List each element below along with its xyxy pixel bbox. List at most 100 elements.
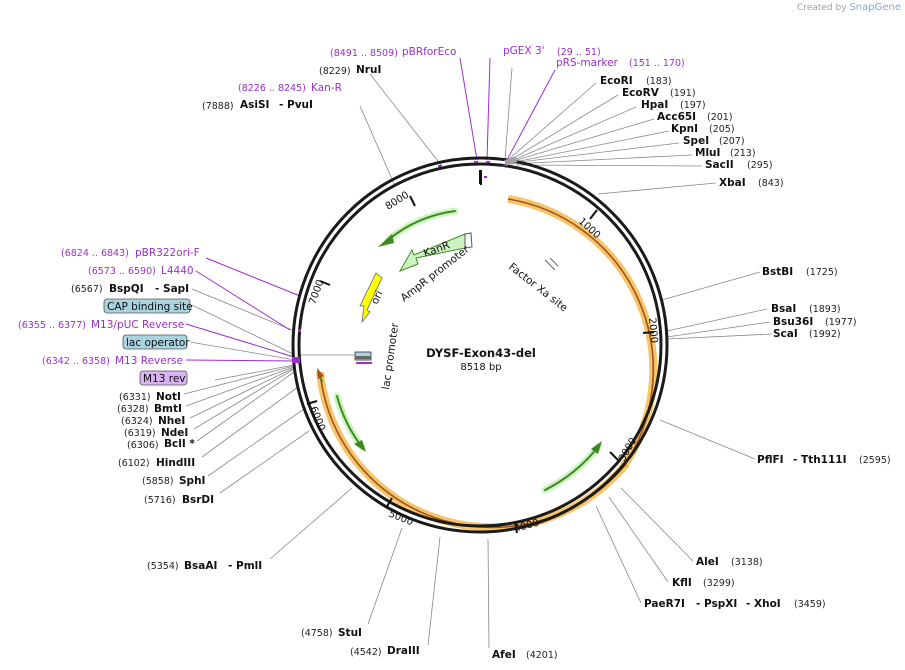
- bsu36i-label: Bsu36I: [773, 316, 813, 328]
- kanr-range: (8226 .. 8245): [238, 83, 306, 94]
- bsai-label: BsaI: [771, 303, 796, 315]
- prs-label: pRS-marker: [556, 57, 619, 69]
- pgex-label: pGEX 3': [503, 45, 545, 57]
- ecori-label: EcoRI: [600, 75, 633, 87]
- l4440-label: L4440: [161, 265, 194, 277]
- orange-feature-1-line: [507, 198, 654, 467]
- tick-8000: 8000: [384, 190, 411, 213]
- top-markers: [438, 156, 518, 184]
- bsrdi-label: BsrDI: [182, 494, 214, 506]
- pbr322-label: pBR322ori-F: [135, 247, 200, 259]
- m13rev-box: [139, 370, 188, 386]
- draiii-label: DraIII: [387, 645, 420, 657]
- bspqi-pos: (6567): [71, 284, 103, 295]
- pbr322-range: (6824 .. 6843): [61, 248, 129, 259]
- sphi-pos: (5858): [142, 476, 174, 487]
- pbrforeco-label: pBRforEco: [402, 46, 456, 58]
- top-labels: (8491 .. 8509) pBRforEco pGEX 3' (29 .. …: [202, 45, 685, 112]
- prs-range: (29 .. 51): [557, 47, 601, 58]
- bsaai-label: BsaAI: [184, 560, 217, 572]
- nhei-label: NheI: [158, 415, 185, 427]
- xbai-label: XbaI: [719, 177, 746, 189]
- paer7i-pos: (3459): [794, 599, 826, 610]
- backbone: [291, 156, 669, 534]
- prs-range2: (151 .. 170): [629, 58, 685, 69]
- bcli-pos: (6306): [127, 440, 159, 451]
- noti-label: NotI: [156, 391, 181, 403]
- plasmid-size: 8518 bp: [460, 362, 501, 373]
- credit-text: Created by: [797, 3, 847, 13]
- kanr-primer-label: Kan-R: [311, 82, 342, 94]
- pmli-label: - PmlI: [228, 560, 262, 572]
- hpai-label: HpaI: [641, 99, 668, 111]
- bstbi-label: BstBI: [762, 266, 793, 278]
- mlui-label: MluI: [695, 147, 720, 159]
- ori-label: ori: [369, 289, 386, 306]
- scai-label: ScaI: [773, 328, 798, 340]
- leader-lines: [183, 67, 773, 649]
- tth111i-label: - Tth111I: [793, 454, 847, 466]
- bottom-labels: AfeI (4201) (4542) DraIII (4758) StuI (5…: [147, 560, 558, 661]
- lacop-label: lac operator: [126, 337, 190, 349]
- sphi-label: SphI: [179, 475, 205, 487]
- alei-pos: (3138): [731, 557, 763, 568]
- stui-label: StuI: [338, 627, 362, 639]
- ecorv-pos: (191): [670, 88, 696, 99]
- bmti-pos: (6328): [117, 404, 149, 415]
- cap-box: [103, 298, 191, 314]
- bcli-label: BclI *: [164, 438, 195, 450]
- pvui-label: - PvuI: [279, 99, 313, 111]
- hindiii-pos: (6102): [118, 458, 150, 469]
- paer7i-label: PaeR7I: [644, 598, 685, 610]
- plasmid-name: DYSF-Exon43-del: [426, 346, 536, 360]
- asisi-label: AsiSI: [240, 99, 269, 111]
- lac-promoter-label: lac promoter: [380, 322, 401, 391]
- spei-label: SpeI: [683, 135, 709, 147]
- afei-pos: (4201): [526, 650, 558, 661]
- bsaai-pos: (5354): [147, 561, 179, 572]
- xbai-pos: (843): [758, 178, 784, 189]
- spei-pos: (207): [719, 136, 745, 147]
- acc65i-label: Acc65I: [657, 111, 696, 123]
- green-arrow-top: [384, 207, 459, 244]
- draiii-pos: (4542): [350, 647, 382, 658]
- hindiii-label: HindIII: [156, 457, 195, 469]
- green-arrows: [317, 207, 602, 494]
- alei-label: AleI: [696, 556, 719, 568]
- ecorv-label: EcoRV: [622, 87, 660, 99]
- m13puc-label: M13/pUC Reverse: [91, 319, 184, 331]
- nrui-label: NruI: [356, 64, 381, 76]
- hpai-pos: (197): [680, 100, 706, 111]
- sapi-label: - SapI: [155, 283, 189, 295]
- lacop-box: [122, 334, 188, 350]
- xhoi-label: - XhoI: [746, 598, 781, 610]
- l4440-range: (6573 .. 6590): [88, 266, 156, 277]
- nrui-pos: (8229): [319, 66, 351, 77]
- ecori-pos: (183): [646, 76, 672, 87]
- bsrdi-pos: (5716): [144, 495, 176, 506]
- ndei-pos: (6319): [124, 428, 156, 439]
- left-markers: [292, 257, 559, 364]
- ndei-label: NdeI: [161, 427, 188, 439]
- noti-pos: (6331): [119, 392, 151, 403]
- bstbi-pos: (1725): [806, 267, 838, 278]
- primer-lines: [185, 57, 556, 362]
- afei-label: AfeI: [492, 649, 516, 661]
- sacii-label: SacII: [705, 159, 734, 171]
- pflfi-label: PflFI: [757, 454, 784, 466]
- factor-xa-label: Factor Xa site: [506, 261, 570, 314]
- mlui-pos: (213): [730, 148, 756, 159]
- snapgene-credit: Created by SnapGene: [797, 2, 901, 13]
- ori-feature: ori: [359, 272, 386, 324]
- tick-4000: 4000: [513, 518, 540, 535]
- kpni-pos: (205): [709, 124, 735, 135]
- pflfi-pos: (2595): [859, 455, 891, 466]
- scai-pos: (1992): [809, 329, 841, 340]
- acc65i-pos: (201): [707, 112, 733, 123]
- m13rev-range: (6342 .. 6358): [42, 356, 110, 367]
- orange-feature-1: [507, 195, 658, 469]
- pbrforeco-range: (8491 .. 8509): [330, 48, 398, 59]
- kpni-label: KpnI: [671, 123, 698, 135]
- cap-label: CAP binding site: [107, 301, 193, 313]
